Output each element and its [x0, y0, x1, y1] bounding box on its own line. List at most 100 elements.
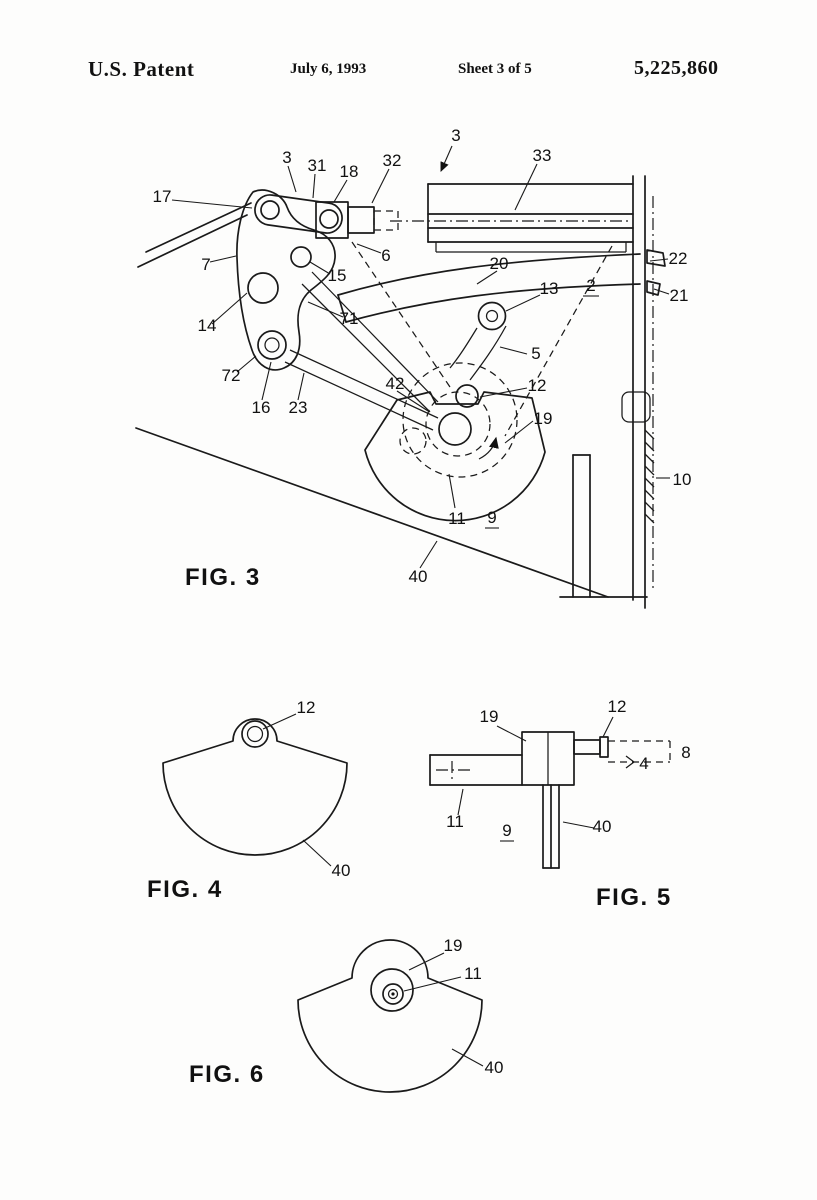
- fig5-caption: FIG. 5: [596, 884, 672, 911]
- fig6-pin-inner: [387, 988, 399, 1000]
- fig3-ref-33: 33: [533, 146, 552, 165]
- fig3-link-arm: [254, 194, 343, 234]
- patent-number: 5,225,860: [634, 57, 719, 79]
- hatched-pin-14: [247, 272, 279, 304]
- pivot-13-outer: [477, 301, 507, 331]
- fig3-guide-rails: [621, 175, 655, 609]
- fig4-sector-body: [162, 718, 348, 856]
- fig5-leg: [542, 784, 560, 869]
- fig5-ref-19: 19: [480, 707, 499, 726]
- rail-roller: [621, 391, 651, 423]
- fig3-ref-21: 21: [670, 286, 689, 305]
- fig3-ref-19: 19: [534, 409, 553, 428]
- fig3-ref-17: 17: [153, 187, 172, 206]
- hatched-shaft-11: [438, 412, 472, 446]
- rail-hatch-marks: [644, 429, 655, 524]
- pivot-17-hole: [260, 200, 280, 220]
- fig4-ref-12: 12: [297, 698, 316, 717]
- fig5-reference-numerals: 12 19 8 4 11 9 40: [446, 697, 691, 840]
- fig3-ref-10: 10: [673, 470, 692, 489]
- fig3-ref-3-link: 3: [282, 148, 291, 167]
- fig3-caption: FIG. 3: [185, 564, 261, 591]
- dim-chevron: [625, 755, 636, 769]
- fig6-ref-11: 11: [464, 964, 482, 983]
- fig5-ref-40: 40: [593, 817, 612, 836]
- pivot-16-outer: [257, 330, 287, 360]
- hidden-pin: [399, 427, 427, 455]
- hub-inner-circle: [425, 391, 491, 457]
- fig4-pin-inner: [246, 725, 264, 743]
- fig3-pivot-block: [315, 201, 399, 239]
- fig6-leader-lines: [403, 952, 484, 1067]
- fig3-ref-22: 22: [669, 249, 688, 268]
- fig4-caption: FIG. 4: [147, 876, 223, 903]
- fig3-bell-crank-plate: [236, 189, 336, 371]
- fig3-ref-42: 42: [386, 374, 405, 393]
- fig3-ref-32: 32: [383, 151, 402, 170]
- fig3-sector-gear: [364, 362, 546, 522]
- fig5-pin-stub: [573, 736, 609, 758]
- fig6-ref-40: 40: [485, 1058, 504, 1077]
- page-header: U.S. Patent July 6, 1993 Sheet 3 of 5 5,…: [0, 0, 817, 95]
- fig3-ref-16: 16: [252, 398, 271, 417]
- fig5-ref-12: 12: [608, 697, 627, 716]
- pivot-16-inner: [264, 337, 280, 353]
- fig5-leader-lines: [457, 716, 614, 842]
- hook-21: [646, 280, 661, 296]
- patent-title: U.S. Patent: [88, 57, 195, 81]
- fig5-hidden-extension: [608, 740, 671, 769]
- fig3-ref-3-rail: 3: [451, 126, 460, 145]
- fig3-ref-23: 23: [289, 398, 308, 417]
- rotation-arrow: [478, 436, 499, 460]
- fig5-drawing: 12 19 8 4 11 9 40 FIG. 5: [429, 697, 691, 911]
- fig3-ref-71: 71: [340, 309, 359, 328]
- fig5-bearing-block: [521, 731, 575, 786]
- hook-22: [646, 249, 666, 267]
- fig3-ref-72: 72: [222, 366, 241, 385]
- fig3-rail-assembly: [390, 183, 634, 253]
- fig3-drawing: 17 3 31 18 32 3 33 22 21 7 15 6 20 13 2 …: [135, 126, 692, 609]
- fig3-ref-20: 20: [490, 254, 509, 273]
- fig4-ref-40: 40: [332, 861, 351, 880]
- fig6-caption: FIG. 6: [189, 1061, 265, 1088]
- fig3-ref-40: 40: [409, 567, 428, 586]
- pin-15: [290, 246, 312, 268]
- pin-12: [455, 384, 479, 408]
- fig6-sector-body: [297, 939, 483, 1093]
- fig5-ref-4: 4: [639, 754, 648, 773]
- fig3-connecting-rods: [284, 241, 613, 437]
- patent-date: July 6, 1993: [290, 61, 367, 77]
- fig6-ref-19: 19: [444, 936, 463, 955]
- fig3-ref-18: 18: [340, 162, 359, 181]
- fig4-pin-outer: [241, 720, 269, 748]
- fig3-ref-14: 14: [198, 316, 217, 335]
- fig3-ref-6: 6: [381, 246, 390, 265]
- fig4-drawing: 12 40 FIG. 4: [147, 698, 350, 903]
- fig3-ref-31: 31: [308, 156, 327, 175]
- fig3-ref-11: 11: [448, 509, 466, 528]
- fig3-ref-12: 12: [528, 376, 547, 395]
- fig4-reference-numerals: 12 40: [297, 698, 351, 880]
- fig6-reference-numerals: 19 11 40: [444, 936, 504, 1077]
- fig5-ref-11: 11: [446, 812, 464, 831]
- pivot-13-inner: [485, 309, 499, 323]
- fig3-ref-15: 15: [328, 266, 347, 285]
- fig6-drawing: 19 11 40 FIG. 6: [189, 936, 504, 1093]
- fig6-bearing-ring: [370, 968, 414, 1012]
- hub-pitch-circle: [402, 362, 518, 478]
- fig3-lever: [337, 249, 666, 381]
- fig3-ref-9: 9: [487, 508, 496, 527]
- sheet-number: Sheet 3 of 5: [458, 61, 532, 77]
- fig3-ref-7: 7: [201, 255, 210, 274]
- fig3-ref-2: 2: [586, 276, 595, 295]
- fig3-frame-lines: [135, 202, 648, 598]
- fig3-ref-13: 13: [540, 279, 559, 298]
- fig5-ref-8: 8: [681, 743, 690, 762]
- fig6-pin-center: [391, 992, 395, 996]
- fig3-ref-5: 5: [531, 344, 540, 363]
- fig4-leader-lines: [262, 713, 332, 867]
- fig3-reference-numerals: 17 3 31 18 32 3 33 22 21 7 15 6 20 13 2 …: [153, 126, 692, 586]
- fig6-pin-outer: [382, 983, 404, 1005]
